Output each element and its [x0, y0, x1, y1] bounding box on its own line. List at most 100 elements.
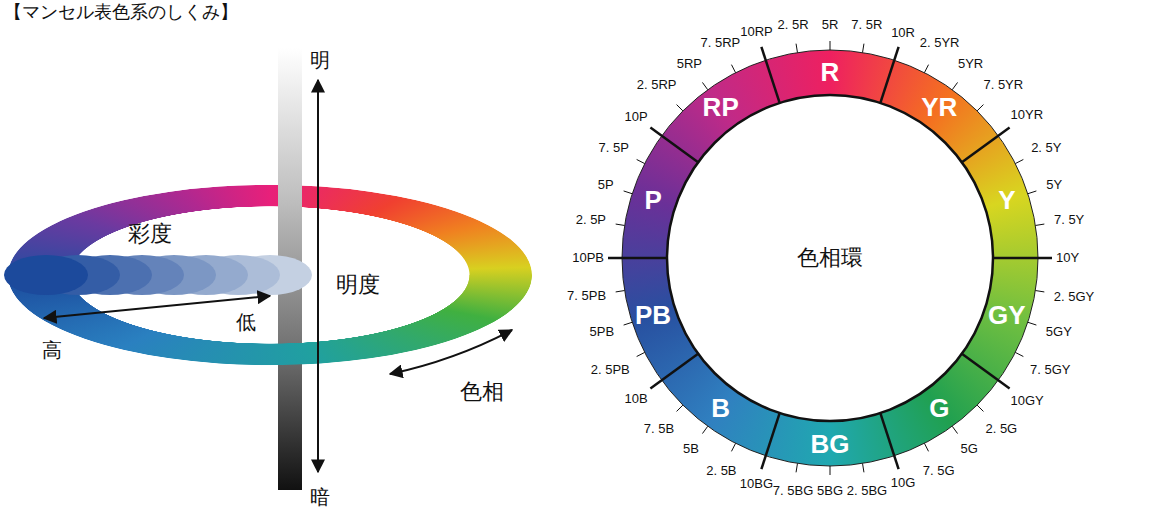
hue-tick-label: 7. 5Y — [1054, 213, 1084, 227]
hue-tick — [1028, 322, 1037, 325]
hue-tick-label: 2. 5YR — [920, 36, 960, 50]
hue-tick-label: 7. 5RP — [701, 36, 741, 50]
hue-tick-label: 2. 5BG — [847, 484, 887, 498]
hue-tick — [977, 405, 983, 411]
center-label: 色相環 — [797, 246, 863, 270]
hue-tick-label: 2. 5R — [778, 18, 809, 32]
hue-tick — [731, 443, 735, 451]
hue-tick-label: 2. 5B — [706, 464, 736, 478]
value-end-label: 暗 — [310, 486, 330, 508]
hue-tick — [702, 82, 707, 89]
hue-tick — [863, 463, 864, 472]
hue-boundary — [608, 257, 667, 260]
hue-tick-label: 10P — [625, 110, 648, 124]
hue-boundary — [962, 128, 1010, 163]
hue-tick-label: 5BG — [817, 484, 843, 498]
hue-name: RP — [703, 93, 739, 122]
hue-tick — [796, 463, 797, 472]
hue-tick — [702, 426, 707, 433]
hue-tick — [952, 426, 957, 433]
hue-tick-label: 5Y — [1046, 178, 1062, 192]
hue-tick-label: 5PB — [590, 325, 615, 339]
hue-name: Y — [998, 186, 1015, 215]
hue-tick-label: 2. 5RP — [637, 78, 677, 92]
hue-tick-label: 10BG — [740, 477, 773, 491]
hue-tick-label: 10G — [891, 476, 916, 490]
hue-boundary — [962, 354, 1010, 389]
chroma-end-label: 高 — [42, 339, 62, 361]
chroma-end-label: 低 — [236, 311, 256, 333]
hue-tick — [1035, 291, 1044, 292]
hue-ticks — [608, 41, 1052, 475]
hue-tick — [1015, 352, 1023, 356]
chroma-circles — [4, 255, 312, 295]
hue-tick — [637, 159, 645, 163]
value-arrow — [317, 80, 319, 472]
hue-tick — [616, 224, 625, 225]
hue-tick — [616, 291, 625, 292]
hue-tick-label: 2. 5G — [985, 422, 1017, 436]
ring-inner — [667, 95, 993, 421]
hue-tick-label: 2. 5P — [576, 213, 606, 227]
hue-name: YR — [921, 93, 957, 122]
hue-tick — [924, 65, 928, 73]
hue-name: P — [644, 186, 661, 215]
hue-tick-label: 7. 5PB — [567, 289, 606, 303]
hue-tick-label: 5B — [683, 442, 699, 456]
hue-tick-label: 7. 5BG — [773, 484, 813, 498]
hue-tick — [677, 105, 683, 111]
hue-tick — [624, 322, 633, 325]
hue-tick — [830, 466, 831, 475]
hue-tick-label: 5P — [598, 178, 614, 192]
hue-tick — [677, 405, 683, 411]
hue-tick-label: 7. 5YR — [983, 78, 1023, 92]
hue-tick-label: 10R — [891, 26, 915, 40]
hue-name: GY — [988, 301, 1026, 330]
hue-tick-label: 5G — [961, 442, 978, 456]
hue-tick — [1035, 224, 1044, 225]
hue-tick-label: 10B — [625, 392, 648, 406]
hue-tick-label: 5R — [822, 18, 839, 32]
hue-tick — [952, 82, 957, 89]
hue-tick-label: 5GY — [1046, 325, 1072, 339]
page-title: 【マンセル表色系のしくみ】 — [4, 2, 238, 22]
hue-tick-label: 2. 5Y — [1031, 141, 1061, 155]
hue-name: BG — [811, 430, 850, 459]
hue-tick — [624, 191, 633, 194]
hue-boundary — [650, 128, 698, 163]
value-end-label: 明 — [310, 49, 330, 71]
hue-tick — [924, 443, 928, 451]
hue-tick-label: 7. 5P — [599, 141, 629, 155]
hue-tick-label: 2. 5PB — [591, 363, 630, 377]
axis-label: 明度 — [336, 273, 380, 297]
hue-tick-label: 5YR — [958, 57, 983, 71]
hue-tick-label: 7. 5B — [644, 422, 674, 436]
hue-boundary — [761, 47, 779, 103]
hue-tick-label: 10YR — [1011, 108, 1044, 122]
hue-tick-label: 5RP — [677, 57, 702, 71]
hue-name: R — [821, 58, 840, 87]
hue-name: PB — [635, 301, 671, 330]
hue-tick — [977, 105, 983, 111]
hue-tick — [1015, 159, 1023, 163]
hue-name: G — [929, 394, 949, 423]
hue-boundary — [761, 413, 779, 469]
hue-tick — [637, 352, 645, 356]
hue-tick-label: 10Y — [1056, 251, 1079, 265]
hue-boundary — [880, 413, 898, 469]
hue-tick-label: 10GY — [1010, 394, 1043, 408]
hue-tick-label: 7. 5G — [923, 464, 955, 478]
ring-outline — [622, 50, 1038, 466]
hue-tick — [1028, 191, 1037, 194]
hue-tick — [830, 41, 831, 50]
hue-tick-label: 2. 5GY — [1054, 290, 1094, 304]
hue-name: B — [711, 394, 730, 423]
hue-boundary — [993, 257, 1052, 260]
hue-tick-label: 7. 5R — [851, 18, 882, 32]
hue-boundary — [880, 47, 898, 103]
hue-tick — [796, 44, 797, 53]
hue-arrow — [390, 330, 512, 374]
hue-boundary — [650, 354, 698, 389]
hue-tick-label: 10RP — [740, 25, 773, 39]
hue-tick-label: 10PB — [572, 251, 604, 265]
